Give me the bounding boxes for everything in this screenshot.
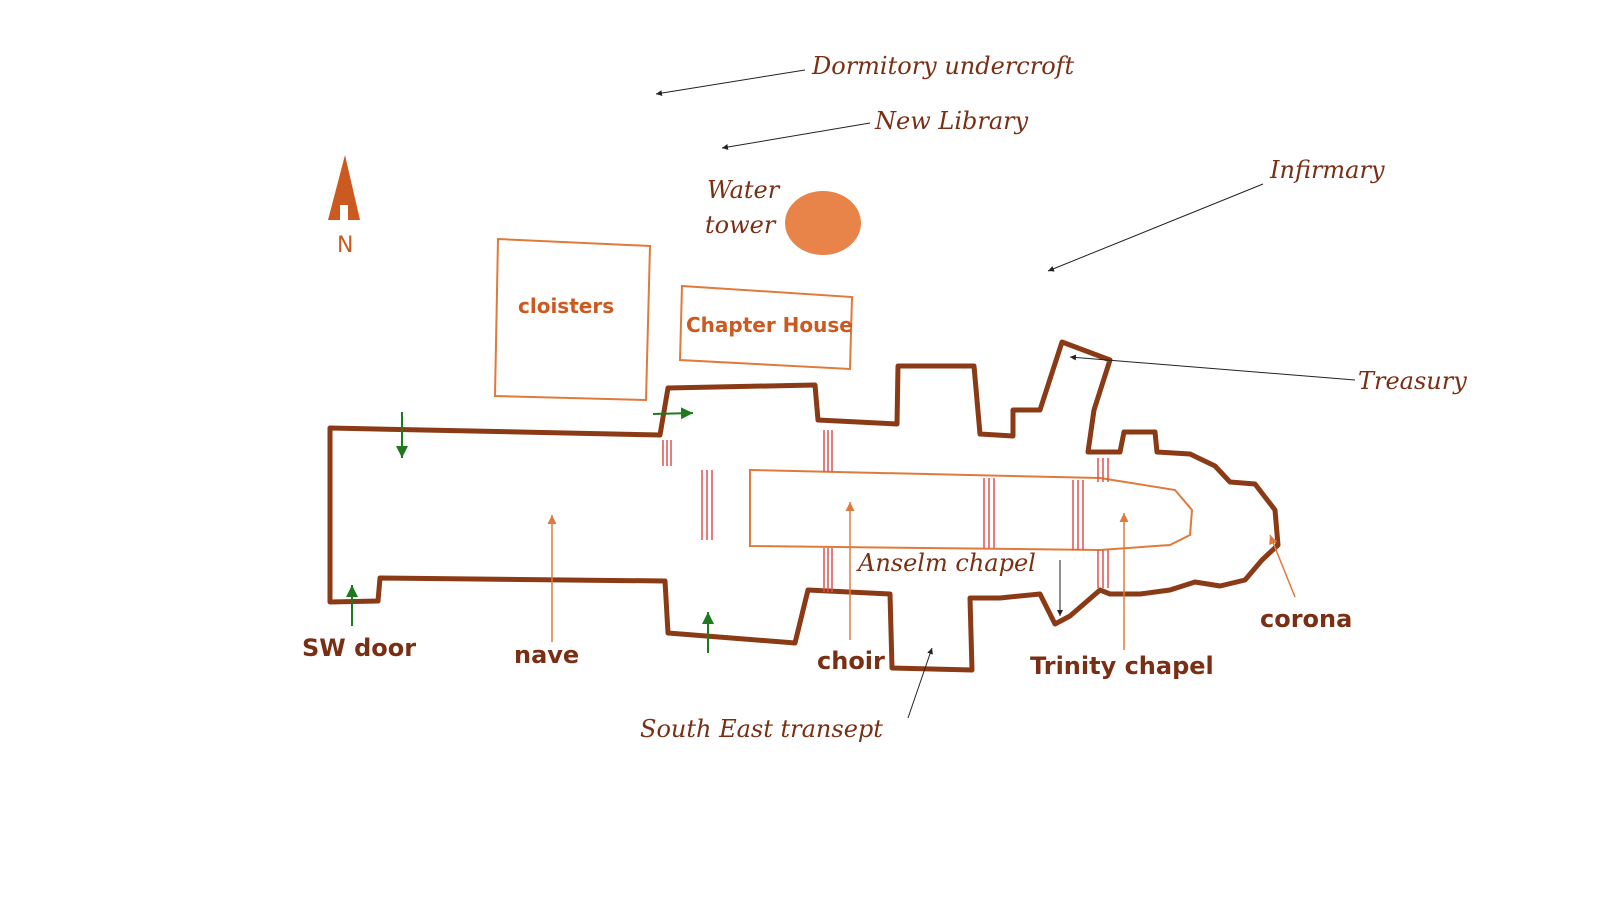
infirmary-label: Infirmary: [1269, 156, 1385, 184]
sw-door-label: SW door: [302, 634, 416, 662]
trinity-chapel-label: Trinity chapel: [1030, 652, 1214, 680]
steps-marks: [662, 430, 1109, 592]
water-tower-label-1: Water: [707, 176, 781, 204]
cloisters-outline: [493, 237, 652, 402]
north-arrow-icon: [328, 155, 360, 220]
treasury-pointer-icon: [1069, 354, 1356, 381]
cloister-door-arrow-icon: [652, 407, 694, 420]
library-label: New Library: [874, 107, 1029, 135]
dormitory-pointer-icon: [655, 69, 806, 97]
transept-pointer-icon: [907, 647, 933, 719]
dormitory-label: Dormitory undercroft: [811, 52, 1075, 80]
chapter-house-label: Chapter House: [686, 313, 853, 337]
corona-label: corona: [1260, 605, 1352, 633]
library-pointer-icon: [721, 122, 871, 150]
nave-label: nave: [514, 641, 579, 669]
corona-pointer-icon: [1269, 534, 1296, 598]
water-tower-label-2: tower: [705, 211, 777, 239]
north-label: N: [337, 233, 353, 258]
cathedral-outline: [327, 339, 1281, 673]
choir-inner-outline: [749, 468, 1194, 552]
cloisters-label: cloisters: [518, 294, 614, 318]
water-tower-icon: [785, 191, 861, 255]
se-transept-label: South East transept: [640, 715, 883, 743]
infirmary-pointer-icon: [1047, 183, 1264, 272]
treasury-label: Treasury: [1358, 367, 1467, 395]
choir-label: choir: [817, 647, 885, 675]
chapter-house-outline: [678, 284, 854, 371]
anselm-chapel-label: Anselm chapel: [856, 549, 1036, 577]
